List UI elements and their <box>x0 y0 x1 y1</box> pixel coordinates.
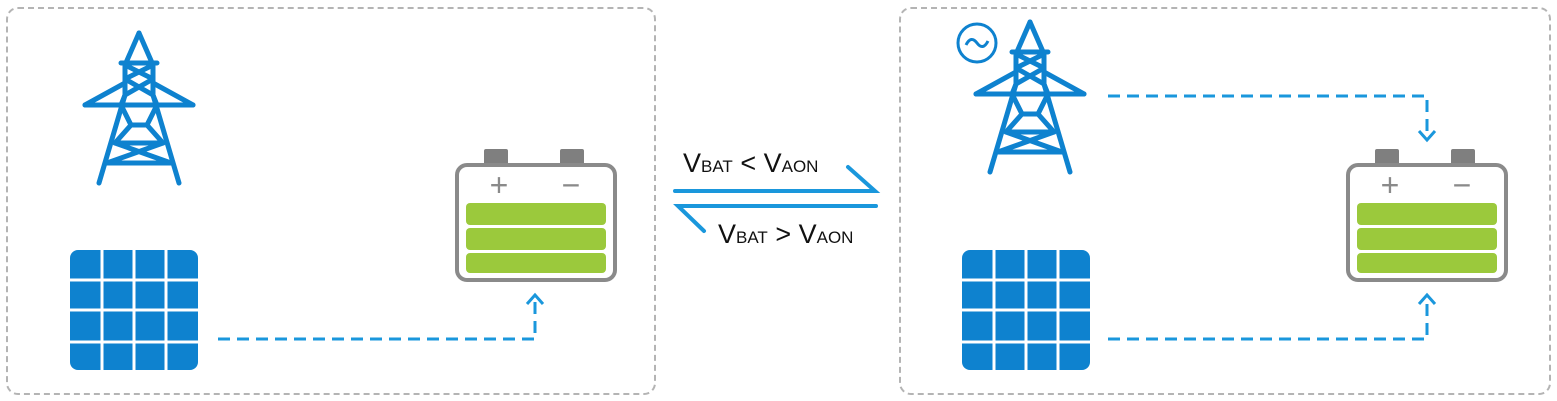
charge-condition-label: VBAT < VAON <box>683 148 819 178</box>
solar-to-battery-arrow <box>218 292 545 341</box>
grid-to-battery-arrow <box>1108 94 1437 143</box>
battery-icon: + − <box>1346 147 1508 282</box>
battery-minus-sign: − <box>1453 167 1472 203</box>
transition-arrows <box>673 165 881 233</box>
transmission-tower-icon <box>976 22 1084 172</box>
battery-plus-sign: + <box>490 167 509 203</box>
solar-panel-icon <box>960 248 1092 372</box>
battery-minus-sign: − <box>562 167 581 203</box>
right-state-panel <box>899 7 1551 395</box>
battery-plus-sign: + <box>1381 167 1400 203</box>
discharge-condition-label: VBAT > VAON <box>718 219 854 249</box>
left-state-panel <box>6 7 656 395</box>
solar-to-battery-arrow <box>1108 292 1437 341</box>
discharge-transition-arrow <box>673 204 878 233</box>
solar-panel-icon <box>68 248 200 372</box>
battery-icon: + − <box>455 147 617 282</box>
transmission-tower-icon <box>85 33 193 183</box>
ac-symbol-icon <box>956 22 998 64</box>
charge-transition-arrow <box>673 165 881 193</box>
